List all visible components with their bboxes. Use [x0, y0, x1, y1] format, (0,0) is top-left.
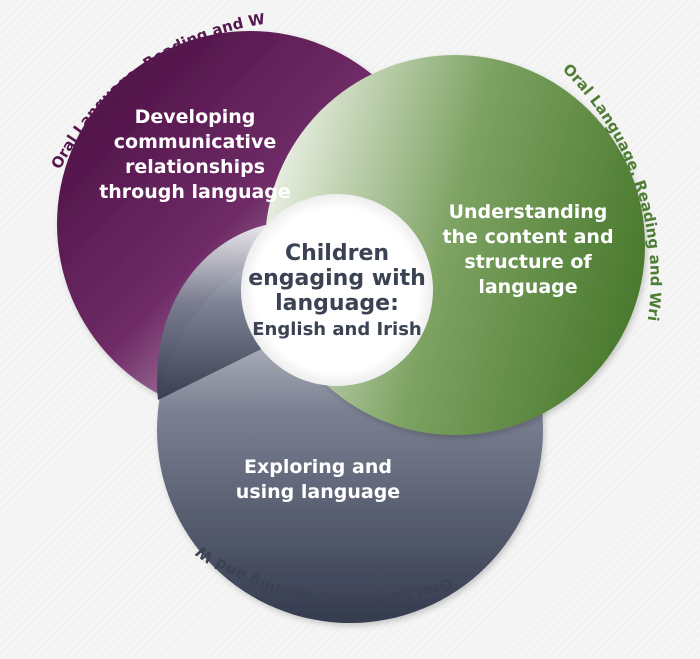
green-segment-line1: Understanding [449, 201, 608, 223]
slate-segment-line1: Exploring and [244, 456, 392, 478]
center-title-line4: English and Irish [252, 319, 422, 340]
center-title-line1: Children [285, 241, 389, 266]
purple-segment-line3: relationships [125, 156, 265, 178]
purple-segment-line4: through language [99, 181, 291, 203]
purple-segment-line1: Developing [135, 106, 256, 128]
green-segment-line4: language [478, 276, 577, 298]
slate-segment-line2: using language [236, 481, 400, 503]
green-segment-line3: structure of [464, 251, 592, 273]
center-circle [241, 194, 433, 386]
purple-segment-line2: communicative [114, 131, 276, 153]
center-title-line3: language: [275, 291, 399, 316]
center-title-line2: engaging with [248, 266, 426, 291]
green-segment-line2: the content and [442, 226, 613, 248]
